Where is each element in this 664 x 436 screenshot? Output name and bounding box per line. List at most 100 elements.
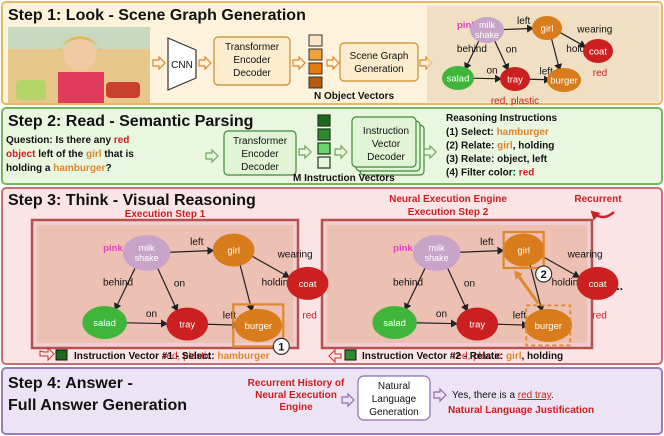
- history-label: Engine: [279, 402, 313, 413]
- object-vector-v3: [308, 62, 323, 75]
- exec2-graph-edge-label-salad-tray: on: [436, 309, 447, 320]
- cnn-label: CNN: [171, 60, 193, 71]
- arrow-instr-decoder: [334, 144, 348, 160]
- exec1-graph-node-burger-label: burger: [245, 321, 272, 332]
- exec2-orange-arrow: [514, 270, 540, 305]
- exec2-graph-node-salad: [372, 306, 417, 339]
- photo-face: [64, 39, 96, 71]
- exec1-graph-node-milkshake-label: shake: [135, 253, 159, 263]
- photo-shirt: [58, 72, 104, 103]
- exec1-burger-highlight: [232, 303, 285, 348]
- step1-graph-tray-attr: red, plastic: [491, 96, 539, 107]
- step1-graph-edge-milk-tray: [493, 38, 510, 71]
- step2-encoder-box: [223, 130, 297, 176]
- step1-graph-node-burger: [547, 68, 581, 92]
- arrow-photo-cnn: [152, 55, 166, 71]
- step1-graph-edge-label-milk-tray: on: [506, 45, 517, 56]
- exec2-graph-node-coat: [576, 266, 619, 300]
- instruction-vector-1: [317, 114, 331, 127]
- arrow-vectors-sgg: [326, 55, 340, 71]
- scene-graph-generation-label-line: Generation: [354, 64, 403, 75]
- exec2-girl-highlight: [502, 230, 545, 270]
- exec1-step-num: 1: [278, 341, 284, 353]
- exec1-graph-tray-attr: red, plastic: [163, 351, 211, 362]
- exec1-graph-edge-girl-burger: [239, 264, 255, 312]
- exec1-graph-node-salad: [82, 306, 127, 339]
- instr-decoder-label-line: Decoder: [367, 152, 405, 163]
- reasoning-item: (4) Filter color: red: [446, 168, 534, 179]
- photo-salad: [16, 80, 46, 100]
- step4-title-line2: Full Answer Generation: [8, 397, 187, 414]
- cnn-block: [167, 37, 197, 91]
- n-object-vectors-label: N Object Vectors: [314, 91, 394, 102]
- exec1-graph-edge-milk-girl: [166, 246, 215, 255]
- exec2-graph-edge-milk-tray: [446, 265, 469, 312]
- exec2-graph-node-milkshake-label: milk: [429, 243, 445, 253]
- arrow-encoder-vectors: [292, 55, 306, 71]
- question-line: holding a hamburger?: [6, 163, 112, 174]
- instruction-vector-3: [317, 142, 331, 155]
- exec2-graph-edge-label-milk-salad: behind: [393, 278, 423, 289]
- exec2-graph-node-milkshake: [412, 234, 461, 271]
- reasoning-item: (2) Relate: girl, holding: [446, 141, 554, 152]
- step1-graph-edge-label-girl-burger: holding: [566, 44, 598, 55]
- step1-encoder-label-line: Encoder: [233, 55, 271, 66]
- step3-title: Step 3: Think - Visual Reasoning: [8, 192, 256, 209]
- nlg-box: [357, 375, 431, 421]
- exec2-graph-edge-milk-salad: [404, 265, 427, 311]
- instr-decoder-stack-0: [351, 116, 417, 168]
- exec1-label: Execution Step 1: [125, 209, 206, 220]
- exec1-graph-node-burger: [234, 308, 283, 342]
- m-instruction-vectors-label: M Instruction Vectors: [293, 173, 395, 184]
- exec2-graph-node-salad-label: salad: [383, 318, 406, 329]
- exec2-graph-edge-girl-coat: [541, 255, 580, 278]
- engine-label: Neural Execution Engine: [389, 194, 507, 205]
- step1-encoder-label-line: Decoder: [233, 68, 271, 79]
- exec1-step-num-circle: [272, 337, 290, 355]
- exec1-graph-edge-label-girl-burger: holding: [262, 278, 294, 289]
- exec2-graph-node-burger-label: burger: [535, 321, 562, 332]
- step1-graph-edge-label-salad-tray: on: [487, 66, 498, 77]
- step1-graph-node-tray-label: tray: [507, 75, 523, 86]
- exec2-graph-node-girl: [502, 233, 545, 267]
- question-line: object left of the girl that is: [6, 149, 134, 160]
- scene-graph-generation-label-line: Scene Graph: [350, 51, 409, 62]
- exec1-graph-edge-salad-tray: [124, 319, 168, 328]
- arrow-question-encoder: [205, 148, 219, 164]
- exec2-burger-highlight: [525, 304, 572, 347]
- recurrent-label: Recurrent: [574, 194, 622, 205]
- answer-text: Yes, there is a red tray.: [452, 390, 554, 401]
- exec1-graph-edge-milk-tray: [156, 265, 179, 312]
- iv1-square: [55, 349, 68, 361]
- step1-graph-edge-tray-burger: [528, 75, 552, 84]
- instruction-vector-4: [317, 156, 331, 169]
- step1-graph-edge-girl-coat: [559, 31, 587, 48]
- iv2-label: Instruction Vector #2 - Relate: girl, ho…: [362, 351, 563, 362]
- step2-encoder-label-line: Encoder: [241, 149, 279, 160]
- exec1-graph-node-coat: [286, 266, 329, 300]
- iv2-square: [344, 349, 357, 361]
- arrow-nlg-answer: [433, 387, 447, 403]
- step1-encoder-box: [213, 36, 291, 86]
- exec1-graph-edge-label-milk-girl: left: [190, 237, 204, 248]
- exec1-graph-edge-milk-salad: [114, 265, 137, 311]
- step1-graph-edge-girl-burger: [550, 37, 563, 71]
- exec1-graph-edge-label-milk-salad: behind: [103, 278, 133, 289]
- step1-graph-edge-milk-salad: [464, 38, 481, 70]
- step2-encoder-label-line: Decoder: [241, 162, 279, 173]
- object-vector-v2: [308, 48, 323, 61]
- exec2-graph-coat-attr: red: [592, 310, 606, 321]
- arrow-encoder-instr: [298, 144, 312, 160]
- iv1-pointer: [39, 346, 55, 362]
- exec2-graph-node-coat-label: coat: [589, 279, 607, 290]
- step1-graph-edge-label-milk-salad: behind: [457, 44, 487, 55]
- step2-title: Step 2: Read - Semantic Parsing: [8, 113, 253, 130]
- exec1-graph-node-coat-label: coat: [299, 279, 317, 290]
- exec1-graph-node-salad-label: salad: [93, 318, 116, 329]
- exec2-graph-tray-attr: red, plastic: [453, 351, 501, 362]
- step4-panel: [1, 367, 663, 435]
- exec2-graph-edge-label-milk-girl: left: [480, 237, 494, 248]
- step1-graph-coat-attr: red: [593, 68, 607, 79]
- photo-tray: [106, 82, 140, 98]
